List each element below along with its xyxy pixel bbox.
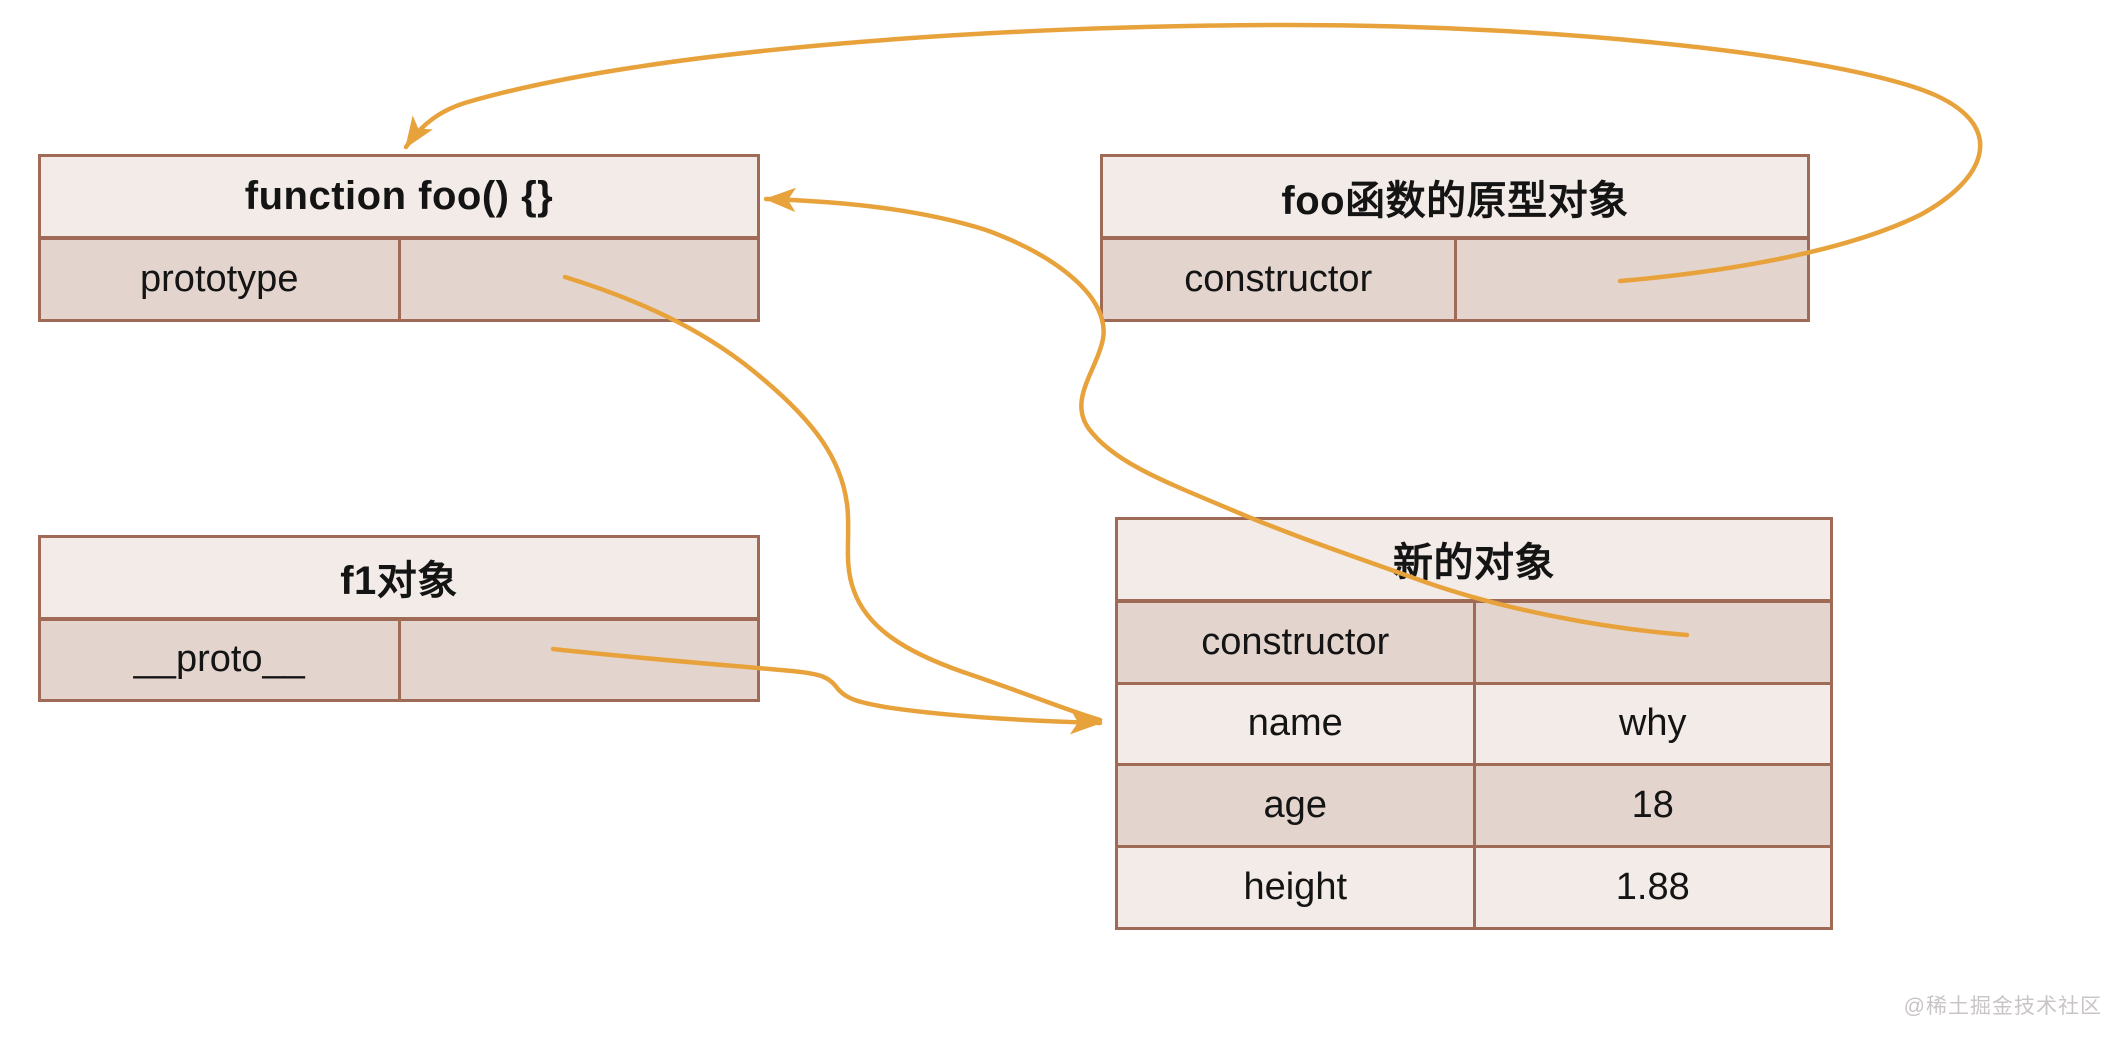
new-object-age-value: 18 <box>1631 784 1674 827</box>
new-object-age-key: age <box>1118 766 1476 846</box>
table-row: constructor <box>1118 602 1831 682</box>
f1-proto-key: __proto__ <box>41 620 401 699</box>
table-row: __proto__ <box>41 620 758 700</box>
table-row: age 18 <box>1118 763 1830 846</box>
watermark: @稀土掘金技术社区 <box>1903 995 2102 1018</box>
new-object-constructor-key: constructor <box>1118 602 1476 682</box>
new-object-name-value: why <box>1618 702 1687 745</box>
table-function-foo-title: function foo() {} <box>41 157 757 240</box>
table-f1-object-title: f1对象 <box>41 538 757 621</box>
new-object-height-value: 1.88 <box>1615 866 1690 909</box>
table-row: prototype <box>41 240 757 319</box>
table-row: constructor <box>1103 240 1807 319</box>
function-foo-prototype-key: prototype <box>41 240 401 319</box>
table-foo-prototype-object: foo函数的原型对象 constructor <box>1100 154 1810 322</box>
function-foo-prototype-value <box>401 240 758 319</box>
table-row: name why <box>1118 681 1830 764</box>
new-object-constructor-value <box>1476 603 1831 682</box>
table-function-foo: function foo() {} prototype <box>38 154 760 322</box>
table-f1-object: f1对象 __proto__ <box>38 535 760 702</box>
table-foo-prototype-object-title: foo函数的原型对象 <box>1103 157 1807 240</box>
f1-proto-value <box>401 621 758 700</box>
table-row: height 1.88 <box>1118 845 1830 927</box>
table-new-object-title: 新的对象 <box>1118 520 1830 603</box>
foo-prototype-constructor-key: constructor <box>1103 240 1457 319</box>
new-object-name-key: name <box>1118 684 1476 764</box>
new-object-height-key: height <box>1118 848 1476 927</box>
foo-prototype-constructor-value <box>1457 240 1808 319</box>
table-new-object: 新的对象 constructor name why age 18 height … <box>1115 517 1833 930</box>
